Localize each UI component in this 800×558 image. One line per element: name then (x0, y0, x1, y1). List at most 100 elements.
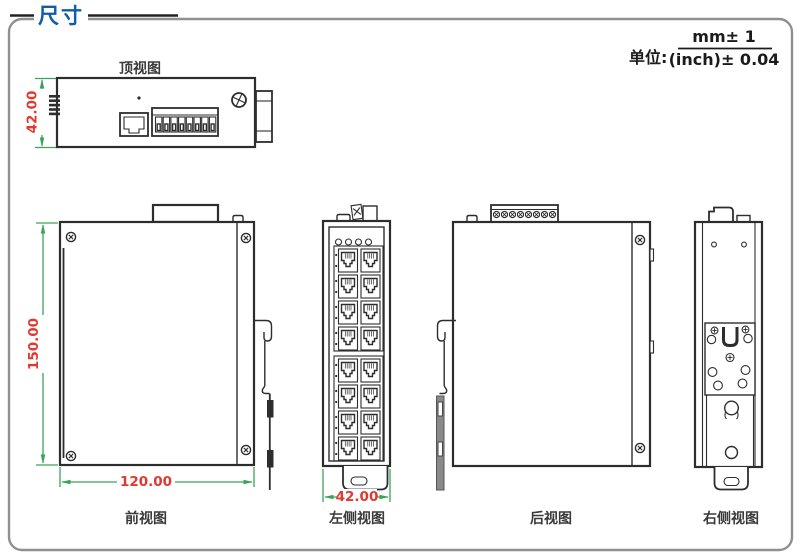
right-side-view: 右侧视图 (693, 206, 764, 527)
port-led-dot (335, 415, 338, 419)
corner-screw (65, 450, 77, 462)
left-side-view: 42.00 左侧视图 (321, 203, 392, 527)
port-led-dot (335, 426, 338, 430)
header-title-backing (34, 0, 88, 29)
rj45-port (360, 274, 381, 299)
vent-hole (711, 241, 717, 248)
rj45-port (360, 300, 381, 325)
port-group-upper (333, 245, 384, 352)
status-led (334, 238, 343, 246)
rj45-port (360, 326, 381, 351)
top-view-height-value: 42.00 (25, 91, 41, 134)
port-led-dot (335, 253, 338, 257)
rj45-port (337, 326, 359, 351)
port-group-lower (333, 355, 384, 462)
corner-screw (240, 444, 252, 456)
terminal-pin-slot (202, 123, 208, 132)
status-led (354, 238, 363, 246)
rj45-port (360, 436, 381, 461)
led-indicators (334, 238, 373, 246)
terminal-block-rear (490, 204, 559, 224)
ground-terminal-fixture (350, 203, 364, 221)
corner-screw (65, 231, 77, 243)
terminal-pin-slot (179, 123, 185, 132)
front-view-label: 前视图 (125, 510, 167, 527)
top-tab (466, 214, 478, 222)
top-view-label: 顶视图 (119, 60, 161, 77)
top-tab (232, 214, 244, 222)
rj45-port (337, 274, 359, 299)
plate-hole (740, 365, 751, 375)
units-label: 单位: (629, 48, 667, 67)
rear-view: 后视图 (436, 204, 655, 527)
rj45-port (360, 384, 381, 409)
port-led-dot (335, 363, 338, 367)
panel-border (7, 17, 794, 552)
status-led (364, 238, 373, 246)
console-rj45-port (119, 112, 149, 137)
page-title: 尺寸 (38, 4, 84, 28)
rj45-port (337, 300, 359, 325)
terminal-pin-slot (156, 123, 161, 132)
port-led-dot (335, 264, 338, 268)
port-led-dot (335, 441, 338, 445)
din-clip-front (254, 319, 274, 490)
vent-hole (741, 241, 747, 248)
rj45-port (337, 410, 359, 435)
front-view-width-value: 120.00 (120, 474, 172, 490)
port-led-dot (335, 316, 338, 320)
front-view-height-dimension: 150.00 (26, 222, 58, 466)
reset-pinhole (137, 96, 141, 100)
port-led-dot (335, 389, 338, 393)
rj45-port (360, 248, 381, 273)
port-led-dot (335, 342, 338, 346)
rj45-port (360, 358, 381, 383)
port-led-dot (335, 400, 338, 404)
port-led-dot (335, 305, 338, 309)
rj45-port-grid (337, 248, 381, 461)
corner-screw (240, 232, 252, 244)
plate-hole (706, 334, 717, 345)
din-clip-rear (436, 319, 456, 491)
port-led-dot (335, 279, 338, 283)
top-view: 顶视图 42.00 (25, 60, 273, 149)
units-inch-tolerance: (inch)± 0.04 (669, 50, 780, 69)
terminal-block-front (151, 203, 220, 224)
terminal-pin-slot (171, 123, 177, 132)
corner-screw (634, 234, 646, 246)
top-connector (362, 205, 378, 222)
din-clip-top (255, 90, 273, 143)
left-view-label: 左侧视图 (328, 510, 385, 527)
corner-screw (634, 442, 646, 454)
terminal-pin-slot (164, 123, 169, 132)
terminal-pin-slot (194, 123, 200, 132)
din-spring-ribs (49, 95, 60, 116)
rj45-port (360, 410, 381, 435)
din-bracket-bottom (342, 466, 389, 491)
front-view-body (58, 220, 256, 467)
plate-hole (737, 378, 748, 389)
terminal-block-top (151, 107, 219, 137)
clip-release-hole (724, 445, 739, 460)
edge-notch (649, 340, 655, 354)
port-led-dot (335, 290, 338, 294)
grounding-screw (231, 92, 247, 108)
plate-hole (713, 380, 723, 391)
front-view: 150.00 120.00 前视图 (26, 203, 274, 527)
din-spring-clip (724, 400, 740, 420)
rj45-port (337, 436, 359, 461)
plate-hole (707, 367, 718, 377)
front-view-width-dimension: 120.00 (59, 467, 255, 490)
plate-hole (743, 333, 753, 344)
rear-view-body (451, 220, 652, 468)
top-view-height-dimension: 42.00 (25, 77, 59, 149)
top-tab (336, 213, 351, 222)
rj45-port (337, 358, 359, 383)
din-mounting-plate (704, 322, 756, 396)
port-led-dot (335, 452, 338, 456)
right-view-label: 右侧视图 (702, 510, 759, 527)
status-led (344, 238, 353, 246)
port-led-dot (335, 331, 338, 335)
